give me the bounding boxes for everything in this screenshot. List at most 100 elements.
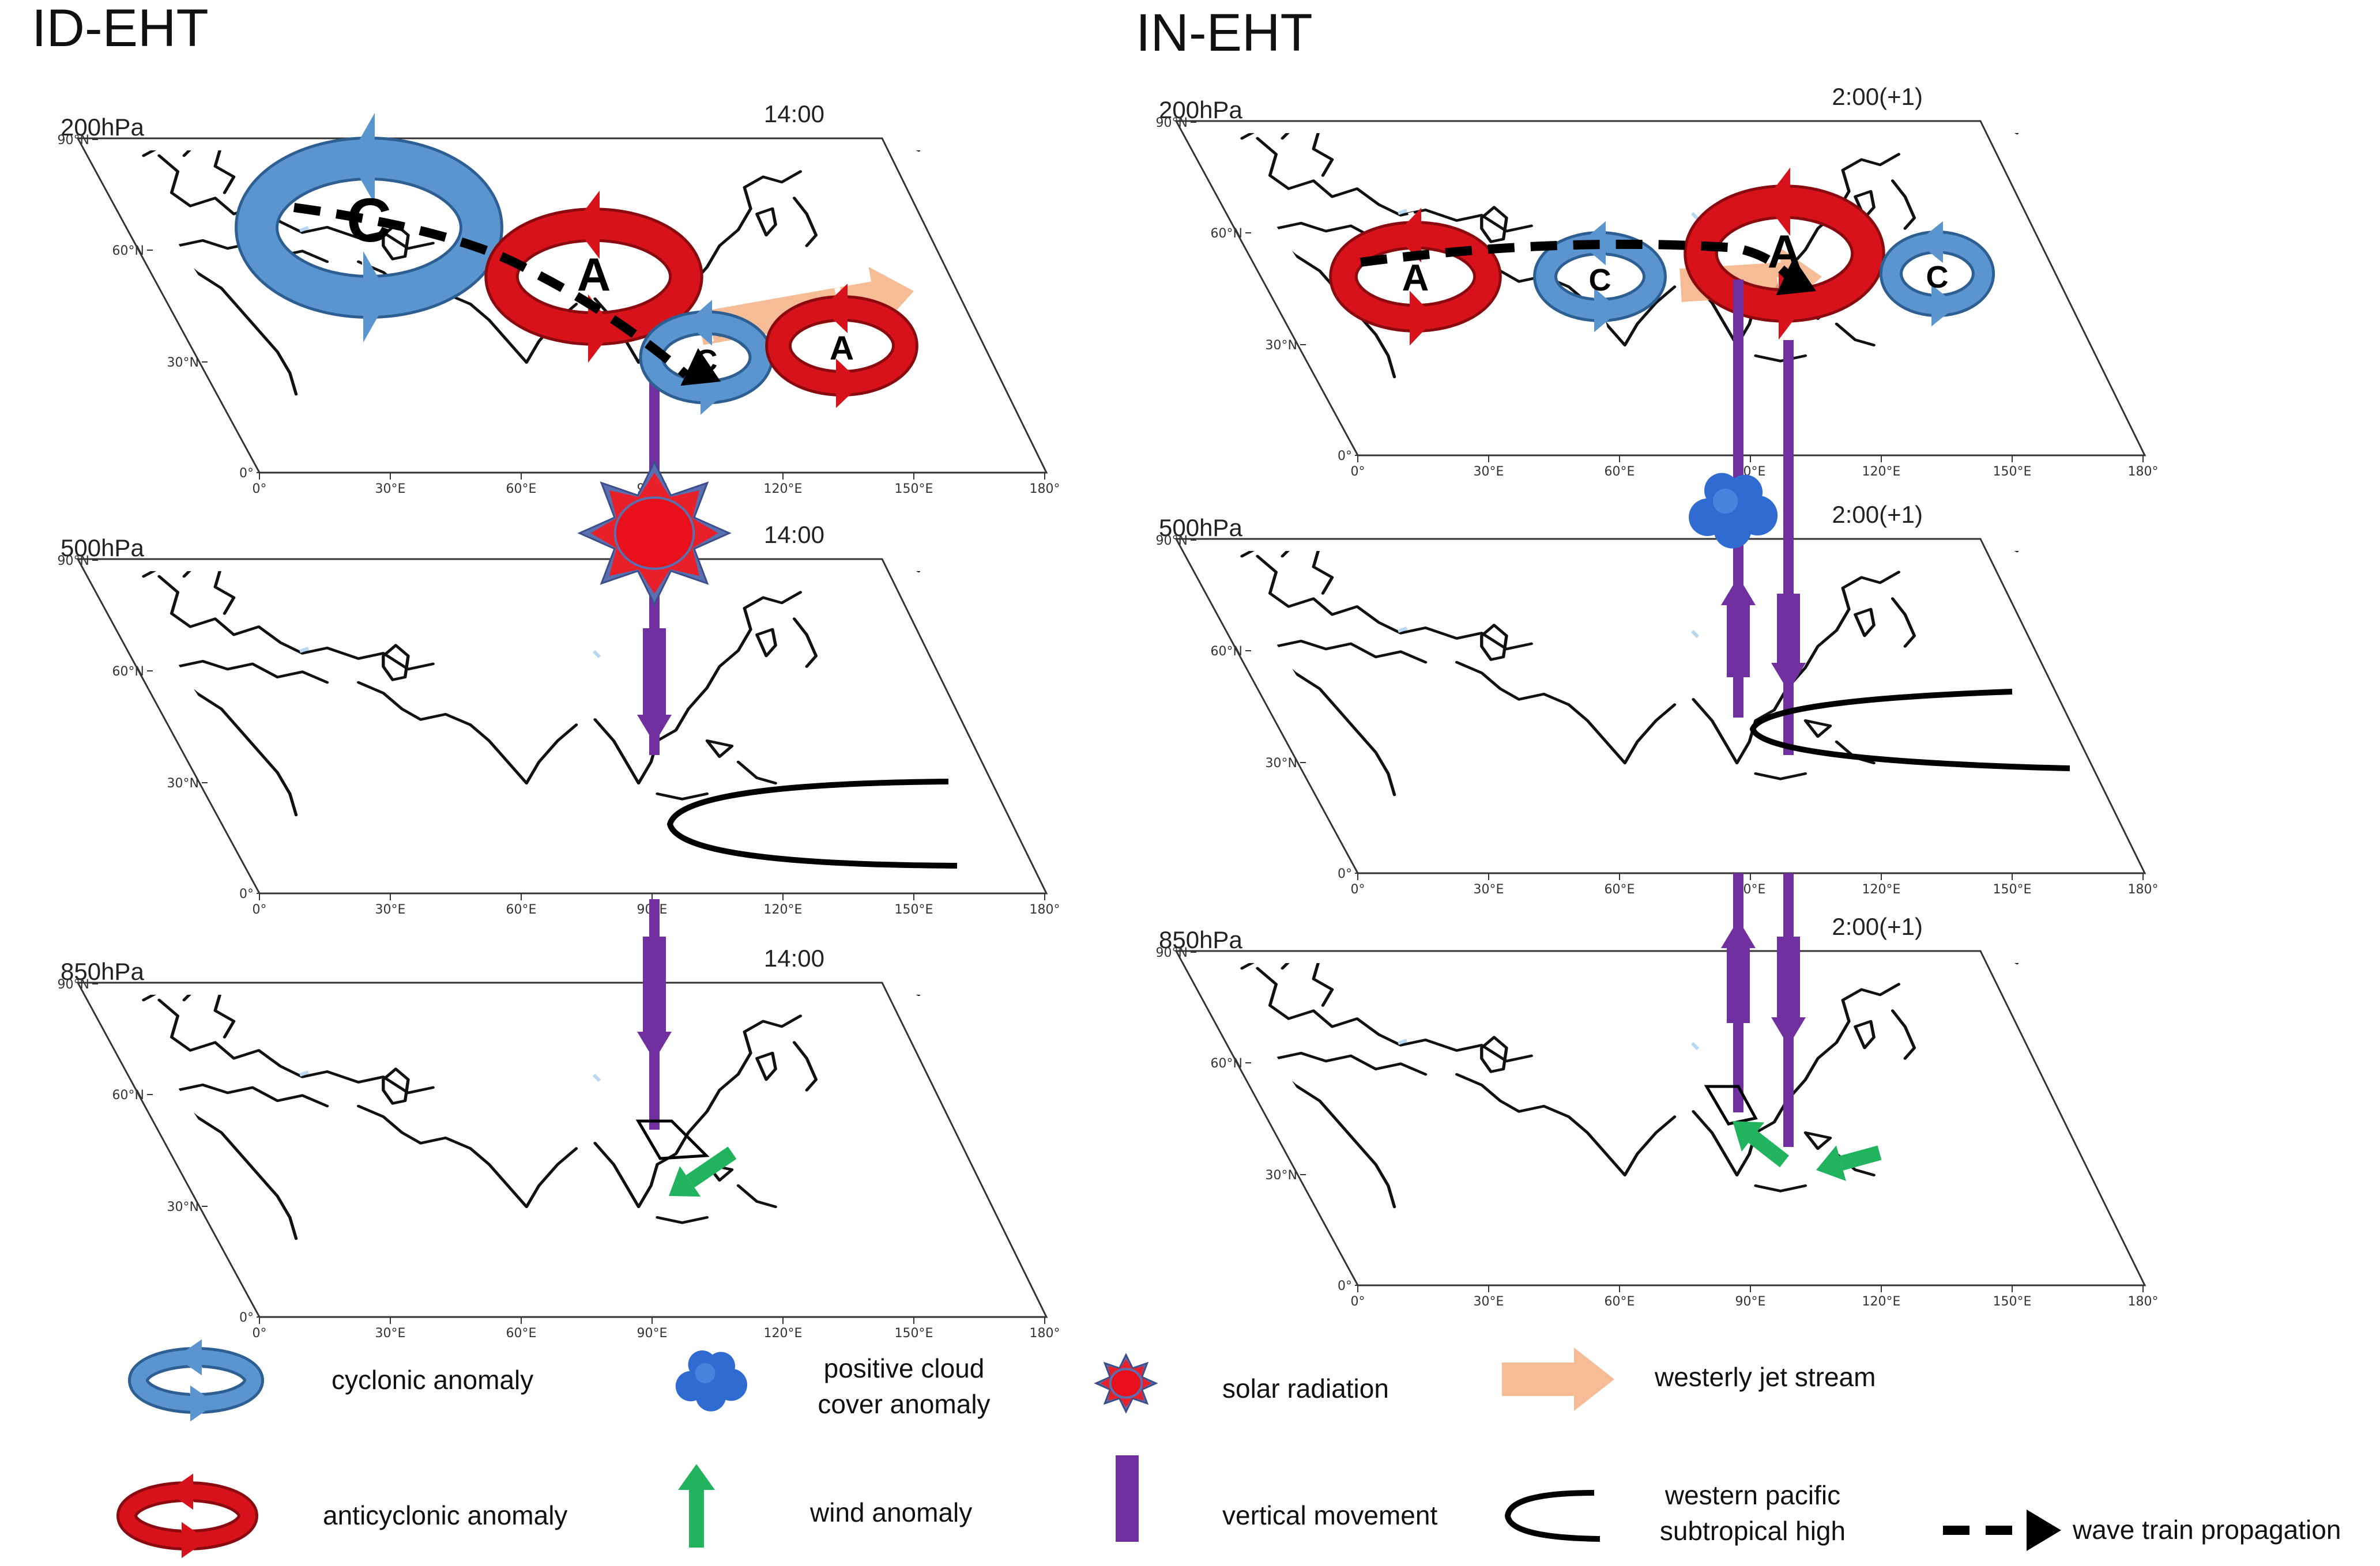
region-box-left	[635, 1119, 710, 1160]
lake	[1398, 1039, 1407, 1045]
lon-tick: 180°	[1030, 482, 1060, 496]
ring-arrowhead	[1764, 167, 1790, 236]
anticyclonic-anomaly-right-1: A	[1329, 207, 1502, 346]
lake	[1398, 209, 1407, 215]
region-box-right	[1704, 1085, 1758, 1126]
ring-arrowhead	[182, 1522, 208, 1559]
lon-tick: 0°	[253, 1326, 267, 1341]
wave-train-line	[1360, 239, 1797, 285]
ring-arrowhead	[1410, 290, 1436, 346]
lat-tick: 90°N	[1156, 116, 1188, 130]
lon-tick: 0°	[1351, 465, 1365, 479]
solar-disc	[613, 496, 695, 570]
vertical-arrow-shaft	[1727, 945, 1750, 1023]
lon-tick: 0°	[253, 482, 267, 496]
lon-tick: 120°E	[764, 903, 803, 917]
vertical-arrow-shaft	[643, 628, 666, 718]
wind-arrow-head	[669, 1166, 701, 1197]
lake	[299, 226, 309, 232]
cyclonic-anomaly-right-1: C	[1533, 221, 1667, 333]
map-frame	[76, 558, 1048, 895]
legend-solar-text: solar radiation	[1222, 1373, 1389, 1403]
lat-tick: 60°N	[1211, 227, 1242, 241]
anomaly-letter: A	[577, 249, 611, 301]
lake	[592, 650, 601, 659]
legend-wind-text: wind anomaly	[809, 1497, 972, 1527]
id-eht-overlays: CACA	[235, 112, 958, 1197]
lon-tick: 150°E	[895, 482, 933, 496]
lat-tick: 90°N	[58, 554, 89, 568]
lat-tick: 0°	[239, 1311, 254, 1325]
legend-jet-icon	[1502, 1348, 1614, 1411]
vertical-arrow-head	[637, 1032, 672, 1061]
legend-cyclonic-text: cyclonic anomaly	[332, 1365, 533, 1395]
wind-arrow-head	[678, 1464, 715, 1490]
lat-tick: 60°N	[112, 244, 144, 258]
anomaly-letter: C	[1589, 263, 1611, 297]
lon-tick: 180°	[1030, 903, 1060, 917]
ring-arrowhead	[1395, 207, 1421, 263]
ring-arrowhead	[363, 251, 389, 343]
wave-train-line	[293, 203, 690, 379]
lon-tick: 180°	[2128, 1295, 2159, 1309]
lon-tick: 30°E	[1474, 465, 1504, 479]
map-panels: 200hPa14:000°30°N60°N90°N0°30°E60°E90°E1…	[58, 83, 2159, 1341]
lon-tick: 180°	[1030, 1326, 1060, 1341]
vertical-bar-right-down	[1783, 340, 1794, 755]
legend-cyclonic-icon	[128, 1339, 264, 1422]
lon-tick: 90°E	[1735, 1295, 1766, 1309]
lat-tick: 90°N	[58, 133, 89, 148]
vertical-arrow-850	[637, 937, 672, 1061]
lat-tick: 0°	[239, 887, 254, 901]
legend-wpsh-icon	[1504, 1490, 1601, 1542]
wind-anomaly-right-1	[1733, 1121, 1789, 1168]
lon-tick: 150°E	[1993, 1295, 2032, 1309]
time-label: 2:00(+1)	[1832, 501, 1923, 528]
cyclonic-anomaly-left-1: C	[235, 112, 503, 343]
cloud-anomaly-right	[1689, 473, 1778, 549]
anomaly-letter: C	[1926, 260, 1949, 295]
time-label: 2:00(+1)	[1832, 83, 1923, 110]
map-frame	[76, 982, 1048, 1318]
vertical-arrow-shaft	[1727, 602, 1750, 677]
time-label: 2:00(+1)	[1832, 913, 1923, 940]
wave-train-head	[1776, 258, 1816, 296]
lat-tick: 30°N	[1266, 338, 1297, 353]
title-left: ID-EHT	[32, 0, 209, 58]
vertical-arrow-up-500	[1721, 576, 1756, 677]
vertical-arrow-500	[637, 628, 672, 744]
lon-tick: 0°	[1351, 1295, 1365, 1309]
jet-head	[1574, 1348, 1614, 1411]
solar-disc	[1109, 1368, 1143, 1399]
lat-tick: 60°N	[1211, 1056, 1242, 1071]
lake	[1690, 212, 1700, 221]
wave-train-head	[2027, 1510, 2061, 1551]
wind-anomaly-right-2	[1816, 1145, 1882, 1182]
map-panel-left-500hPa: 500hPa14:000°30°N60°N90°N0°30°E60°E90°E1…	[58, 521, 1060, 917]
lon-tick: 60°E	[506, 903, 537, 917]
lat-tick: 30°N	[167, 776, 199, 791]
lon-tick: 60°E	[506, 482, 537, 496]
vertical-arrow-shaft	[1777, 937, 1800, 1020]
lat-tick: 60°N	[1211, 644, 1242, 659]
wpsh-left	[666, 779, 958, 869]
legend-vertical-icon	[1116, 1455, 1139, 1542]
lon-tick: 90°E	[637, 1326, 668, 1341]
lat-tick: 30°N	[167, 1200, 199, 1214]
ring-arrowhead	[686, 300, 712, 346]
map-frame	[76, 137, 1048, 474]
lake	[299, 647, 309, 653]
ring-arrowhead	[190, 1385, 216, 1422]
lon-tick: 30°E	[375, 903, 406, 917]
lon-tick: 60°E	[1605, 465, 1635, 479]
legend-cloud-text-1: positive cloud	[824, 1353, 985, 1383]
ring-arrowhead	[349, 112, 375, 205]
lat-tick: 0°	[239, 466, 254, 481]
lon-tick: 120°E	[1862, 1295, 1901, 1309]
